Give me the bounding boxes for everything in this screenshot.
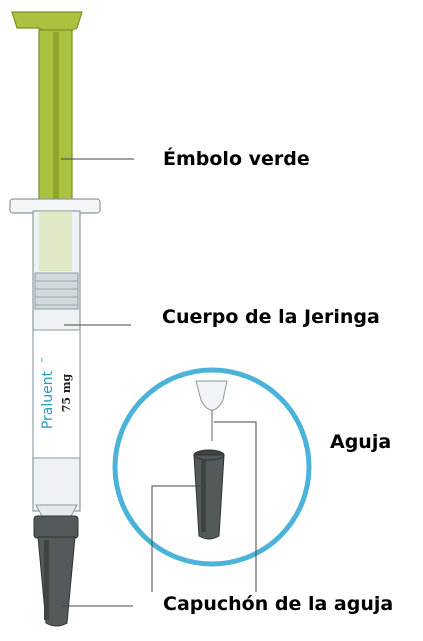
label-green-plunger: Émbolo verde (163, 148, 310, 170)
leader-lines (61, 158, 257, 607)
brand-name: Praluent (40, 370, 56, 429)
product-label (32, 329, 81, 459)
label-syringe-body: Cuerpo de la Jeringa (162, 306, 380, 328)
rubber-stopper (34, 272, 79, 310)
trademark-symbol: ™ (40, 357, 48, 364)
needle-cap (33, 515, 79, 627)
label-needle-cap: Capuchón de la aguja (163, 593, 394, 615)
needle-detail-zoom (112, 367, 312, 567)
label-needle: Aguja (330, 431, 392, 453)
syringe-body: Praluent 75 mg ™ (9, 198, 101, 519)
dose-text: 75 mg (60, 373, 73, 412)
